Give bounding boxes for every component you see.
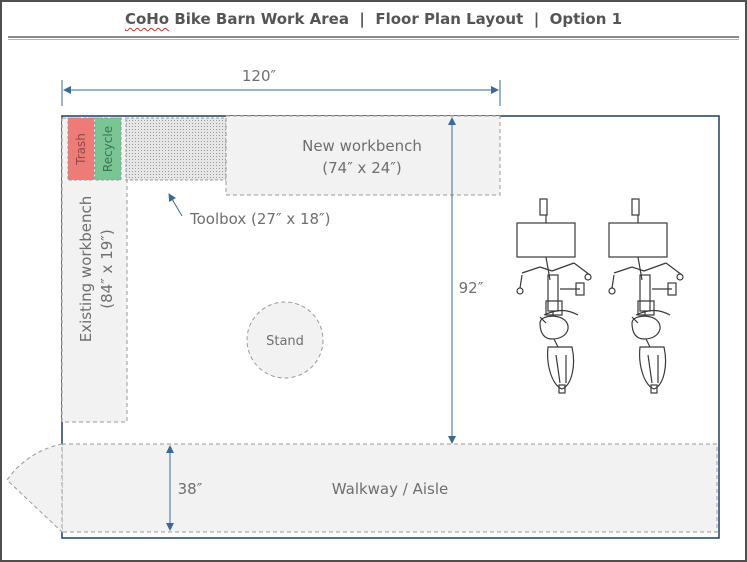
bicycle-icon [516, 198, 592, 394]
title-rule-top [8, 36, 739, 38]
bicycle-icon [608, 198, 684, 394]
recycle-bin [94, 117, 122, 181]
toolbox [125, 117, 227, 181]
existing-workbench-size: (84″ x 19″) [98, 229, 116, 309]
page-title: CoHo Bike Barn Work Area | Floor Plan La… [2, 10, 745, 28]
recycle-label: Recycle [101, 126, 115, 172]
trash-bin [67, 117, 95, 181]
new-workbench-size: (74″ x 24″) [322, 159, 402, 177]
aisle-label: 38″ [178, 480, 203, 498]
repair-stand [246, 301, 324, 379]
new-workbench-label: New workbench [302, 137, 422, 155]
title-brand: CoHo [124, 10, 170, 28]
new-workbench [225, 115, 501, 196]
toolbox-label: Toolbox (27″ x 18″) [189, 210, 331, 228]
title-text: Bike Barn Work Area | Floor Plan Layout … [169, 10, 623, 28]
width-label: 120″ [242, 67, 277, 85]
existing-workbench-label: Existing workbench [77, 196, 95, 343]
trash-label: Trash [74, 133, 88, 166]
toolbox-callout-arrow [168, 193, 183, 217]
walkway-label: Walkway / Aisle [332, 480, 448, 498]
door-swing [6, 443, 63, 534]
title-rule-bottom [8, 39, 739, 40]
height-label: 92″ [459, 279, 484, 297]
stand-label: Stand [266, 334, 304, 349]
